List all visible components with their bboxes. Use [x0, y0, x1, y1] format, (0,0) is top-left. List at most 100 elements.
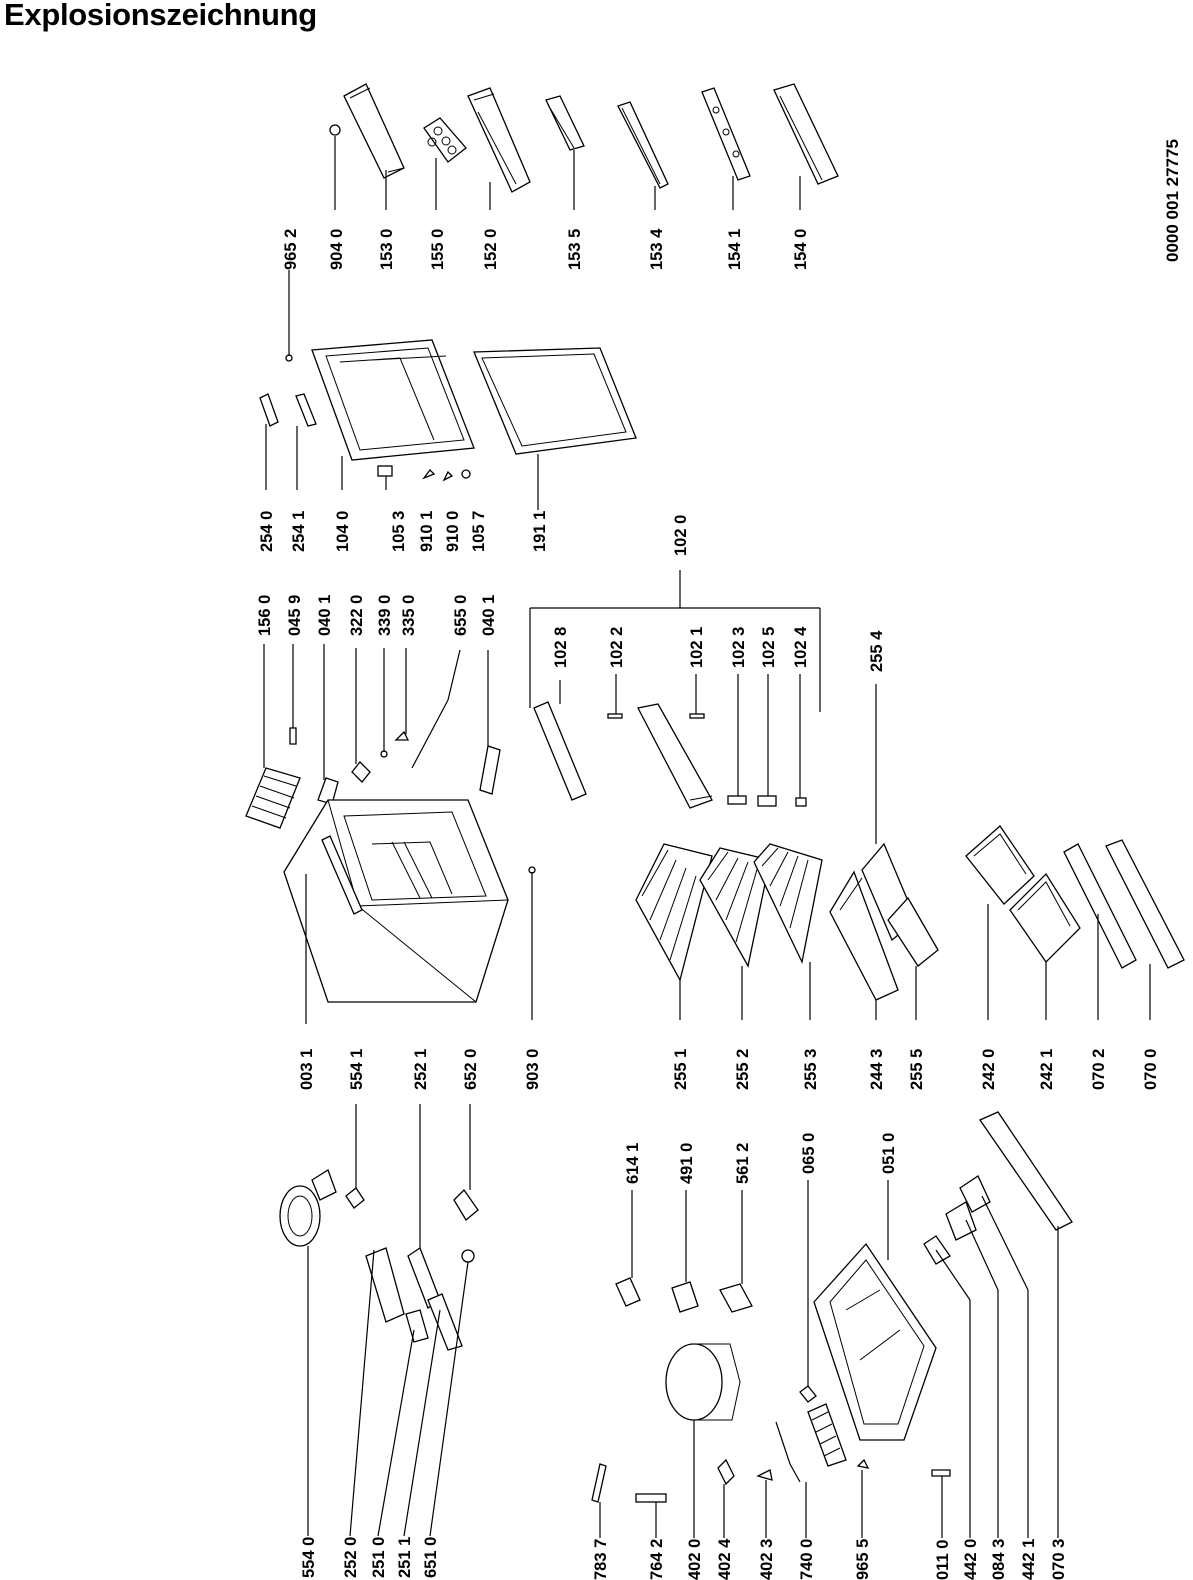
pin-102-1 [689, 713, 705, 719]
clip-554-1 [345, 1187, 365, 1209]
base-plate-051-0 [813, 1242, 937, 1441]
label-105-3: 105 3 [390, 511, 408, 552]
page-title: Explosionszeichnung [4, 0, 317, 32]
grille-251-1 [427, 1293, 463, 1351]
part-561-2 [719, 1283, 753, 1313]
label-154-0: 154 0 [792, 229, 810, 270]
label-051-0: 051 0 [880, 1133, 898, 1174]
label-065-0: 065 0 [800, 1133, 818, 1174]
label-554-0: 554 0 [300, 1537, 318, 1578]
label-904-0: 904 0 [328, 229, 346, 270]
door-104-0 [311, 339, 475, 461]
label-191-1: 191 1 [531, 511, 549, 552]
part-402-3 [756, 1469, 773, 1481]
label-040-1-bottom: 040 1 [480, 595, 498, 636]
label-651-0: 651 0 [422, 1537, 440, 1578]
hinge-105-3 [377, 465, 393, 477]
label-322-0: 322 0 [348, 595, 366, 636]
frame-102-8 [533, 701, 587, 801]
label-153-0: 153 0 [378, 229, 396, 270]
label-903-0: 903 0 [524, 1049, 542, 1090]
label-965-5: 965 5 [854, 1539, 872, 1580]
label-783-7: 783 7 [592, 1539, 610, 1580]
label-102-3: 102 3 [730, 627, 748, 668]
label-251-1: 251 1 [396, 1537, 414, 1578]
part-084-3 [945, 1201, 977, 1241]
part-442-0 [923, 1235, 951, 1265]
label-084-3: 084 3 [990, 1539, 1008, 1580]
drawer-242-0 [965, 825, 1035, 905]
label-339-0: 339 0 [376, 595, 394, 636]
handle-254-0 [259, 393, 279, 427]
label-153-4: 153 4 [648, 228, 666, 270]
rail-153-4 [617, 101, 669, 189]
label-156-0: 156 0 [256, 595, 274, 636]
label-402-3: 402 3 [758, 1539, 776, 1580]
label-402-0: 402 0 [686, 1539, 704, 1580]
rail-070-3 [979, 1111, 1073, 1231]
shelf-244-3 [829, 870, 899, 1001]
bulb-651-0 [461, 1249, 475, 1263]
label-491-0: 491 0 [678, 1143, 696, 1184]
part-402-4 [717, 1458, 735, 1486]
door-shelf-153-0 [343, 83, 405, 179]
label-102-0: 102 0 [672, 515, 690, 556]
part-labels: 965 2 904 0 153 0 155 0 152 0 153 5 153 … [256, 139, 1182, 1580]
drawer-242-1 [1009, 872, 1081, 964]
part-065-0 [799, 1385, 817, 1403]
label-011-0: 011 0 [934, 1540, 952, 1580]
leader-lines [263, 136, 1151, 1538]
label-965-2: 965 2 [282, 229, 300, 270]
cap-105-7 [461, 469, 471, 479]
label-102-8: 102 8 [552, 627, 570, 668]
cover-070-2 [1063, 843, 1137, 969]
switch-652-0 [453, 1188, 479, 1221]
label-155-0: 155 0 [429, 229, 447, 270]
door-shelf-154-0 [773, 83, 839, 185]
label-242-0: 242 0 [980, 1049, 998, 1090]
label-102-4: 102 4 [792, 626, 810, 668]
label-614-1: 614 1 [624, 1143, 642, 1184]
part-442-1 [959, 1175, 991, 1213]
label-003-1: 003 1 [298, 1049, 316, 1090]
label-070-2: 070 2 [1090, 1049, 1108, 1090]
label-910-0: 910 0 [444, 511, 462, 552]
label-255-3: 255 3 [802, 1049, 820, 1090]
label-652-0: 652 0 [462, 1049, 480, 1090]
label-242-1: 242 1 [1038, 1049, 1056, 1090]
label-105-7: 105 7 [470, 511, 488, 552]
shelf-frame-102 [637, 703, 713, 809]
cap-904-0 [329, 124, 341, 136]
part-102-4 [795, 797, 807, 807]
label-152-0: 152 0 [482, 229, 500, 270]
condenser-740-0 [775, 1403, 847, 1483]
gasket-191-1 [473, 347, 637, 455]
label-070-0: 070 0 [1142, 1049, 1160, 1090]
label-153-5: 153 5 [566, 229, 584, 270]
label-070-3: 070 3 [1050, 1539, 1068, 1580]
label-254-1: 254 1 [290, 511, 308, 552]
label-442-0: 442 0 [962, 1539, 980, 1580]
label-554-1: 554 1 [348, 1049, 366, 1090]
cover-070-0 [1105, 839, 1185, 969]
label-910-1: 910 1 [418, 511, 436, 552]
small-shelf-153-5 [545, 95, 585, 151]
cabinet-003-1 [283, 799, 509, 1003]
part-102-3 [727, 795, 747, 805]
label-740-0: 740 0 [798, 1539, 816, 1580]
label-254-0: 254 0 [258, 511, 276, 552]
label-255-2: 255 2 [734, 1049, 752, 1090]
label-252-1: 252 1 [412, 1049, 430, 1090]
label-102-1: 102 1 [688, 627, 706, 668]
part-764-2 [635, 1493, 667, 1503]
thermostat-knob-554-0 [279, 1169, 337, 1247]
label-561-2: 561 2 [734, 1143, 752, 1184]
shelf-255-3 [753, 843, 823, 965]
label-104-0: 104 0 [334, 511, 352, 552]
bracket-322-0 [351, 761, 371, 783]
pin-102-2 [607, 713, 623, 719]
screw-011-0 [931, 1469, 951, 1477]
label-655-0: 655 0 [452, 595, 470, 636]
label-102-5: 102 5 [760, 627, 778, 668]
pin-045-9 [289, 727, 297, 745]
